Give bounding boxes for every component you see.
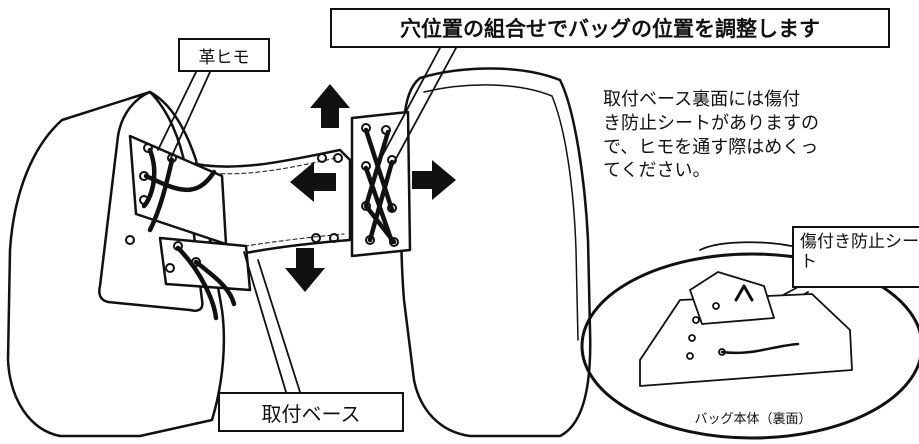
arrow-left-icon (290, 162, 336, 202)
leader-strap-1 (157, 71, 197, 151)
note-line: 取付ベース裏面には傷付 (603, 89, 801, 110)
leather-strap-label: 革ヒモ (178, 38, 270, 72)
mount-base-label: 取付ベース (218, 392, 404, 432)
note-line: で、ヒモを通す際はめくっ (603, 136, 819, 158)
note-line: き防止シートがありますの (603, 112, 819, 134)
instruction-note: 取付ベース裏面には傷付 き防止シートがありますの で、ヒモを通す際はめくっ てく… (603, 88, 893, 183)
left-bag-panel (98, 90, 204, 312)
leader-title-1 (379, 47, 441, 161)
bag-underside-caption: バッグ本体（裏面） (678, 408, 828, 427)
left-bag-body (6, 90, 226, 438)
arrow-up-icon (310, 84, 350, 128)
left-lace (141, 147, 237, 321)
mount-base-text: 取付ベース (261, 401, 361, 426)
scratch-sheet-text: 傷付き防止シート (800, 232, 919, 273)
title-callout: 穴位置の組合せでバッグの位置を調整します (330, 8, 890, 48)
title-text: 穴位置の組合せでバッグの位置を調整します (400, 17, 820, 41)
leader-base-1 (257, 259, 301, 393)
right-lace (363, 127, 397, 245)
right-bag-inner-edge (423, 84, 579, 341)
leather-strap-text: 革ヒモ (198, 47, 250, 68)
right-bag-body (399, 67, 592, 438)
note-line: てください。 (603, 160, 711, 182)
scratch-sheet-label: 傷付き防止シート (792, 226, 919, 288)
right-base-plate (350, 110, 412, 258)
arrow-down-icon (285, 248, 325, 292)
arrow-right-icon (412, 160, 456, 200)
inset-callout (580, 252, 919, 440)
